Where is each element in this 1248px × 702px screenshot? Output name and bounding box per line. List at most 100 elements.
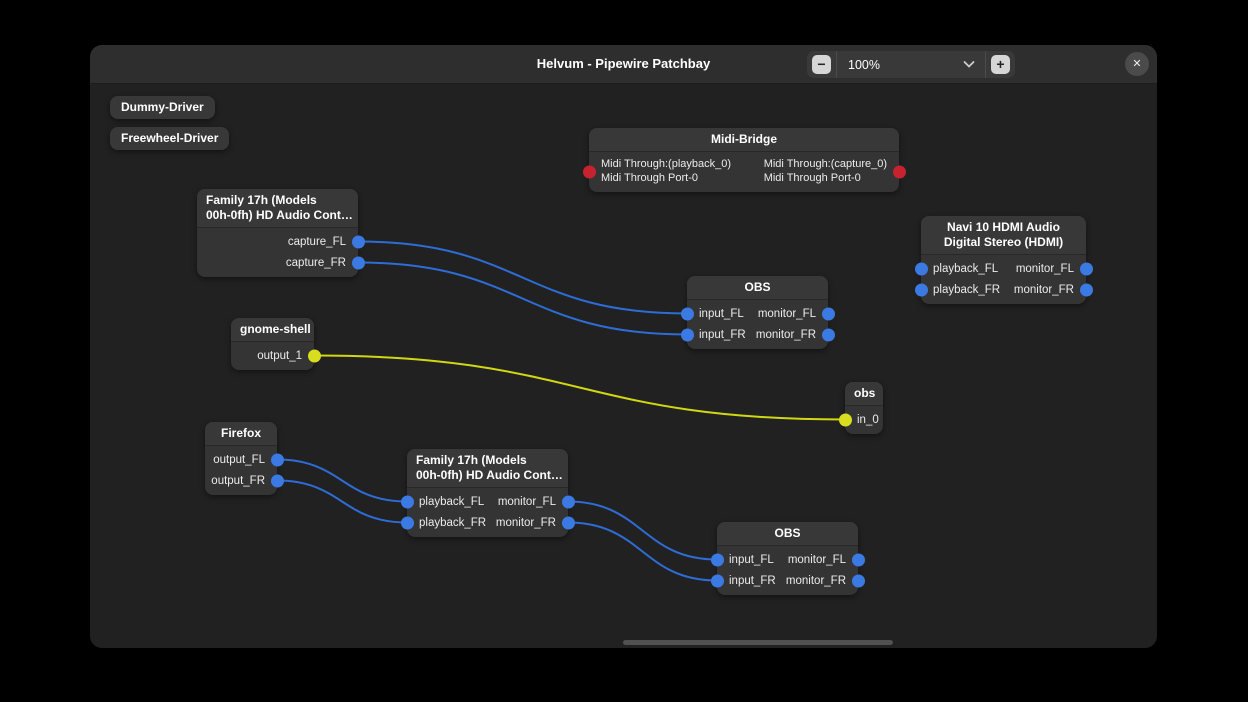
connection-wires-layer bbox=[276, 240, 846, 582]
port-row: output_FL bbox=[205, 449, 284, 470]
port-dot-monitor_FR[interactable] bbox=[851, 574, 865, 587]
wire-output_FR-to-playback_FR[interactable] bbox=[276, 479, 408, 524]
port-dot-input_FR[interactable] bbox=[680, 328, 694, 341]
port-dot-Midi Through:(capture_0)[interactable] bbox=[892, 165, 906, 178]
port-label-playback_FR: playback_FR bbox=[933, 283, 1001, 296]
node-title: OBS bbox=[717, 522, 858, 546]
wire-output_1-to-in_0[interactable] bbox=[313, 354, 846, 421]
node-ports: output_1 bbox=[231, 342, 321, 370]
wire-monitor_FR-to-input_FR[interactable] bbox=[567, 521, 718, 582]
port-dot-monitor_FR[interactable] bbox=[561, 516, 575, 529]
port-dot-monitor_FR[interactable] bbox=[1079, 283, 1093, 296]
port-label-monitor_FR: monitor_FR bbox=[785, 574, 846, 587]
node-title-line: Freewheel-Driver bbox=[121, 131, 219, 145]
minus-icon: − bbox=[817, 56, 826, 72]
zoom-control: − 100% + bbox=[807, 51, 1015, 78]
node-ports: capture_FL capture_FR bbox=[197, 228, 365, 277]
port-row: capture_FR bbox=[197, 252, 365, 273]
port-label-monitor_FL: monitor_FL bbox=[1015, 262, 1074, 275]
wire-output_FL-to-playback_FL[interactable] bbox=[276, 458, 408, 503]
port-dot-output_FL[interactable] bbox=[270, 453, 284, 466]
port-dot-input_FL[interactable] bbox=[680, 307, 694, 320]
port-label-monitor_FL: monitor_FL bbox=[787, 553, 846, 566]
port-label-input_FL: input_FL bbox=[699, 307, 744, 320]
port-dot-playback_FL[interactable] bbox=[914, 262, 928, 275]
port-label-line: Midi Through Port-0 bbox=[763, 171, 861, 184]
titlebar[interactable]: Helvum - Pipewire Patchbay − 100% bbox=[90, 45, 1157, 84]
close-icon: ✕ bbox=[1132, 58, 1142, 70]
port-label-line: Midi Through:(playback_0) bbox=[601, 158, 732, 170]
port-label-line: Midi Through:(capture_0) bbox=[763, 158, 887, 170]
port-label-output_1: output_1 bbox=[257, 349, 302, 362]
port-dot-monitor_FL[interactable] bbox=[851, 553, 865, 566]
port-row: output_FR bbox=[205, 470, 284, 491]
port-dot-capture_FR[interactable] bbox=[351, 256, 365, 269]
node-title-line: Midi-Bridge bbox=[711, 132, 777, 146]
horizontal-scrollbar[interactable] bbox=[623, 640, 893, 645]
wire-capture_FL-to-input_FL[interactable] bbox=[357, 240, 688, 315]
zoom-in-button[interactable]: + bbox=[991, 55, 1010, 74]
port-dot-monitor_FL[interactable] bbox=[561, 495, 575, 508]
node-title-line: obs bbox=[854, 386, 876, 400]
port-label-capture_FL: capture_FL bbox=[287, 235, 346, 248]
node-title-line: Dummy-Driver bbox=[121, 100, 204, 114]
node-freewheel_driver[interactable]: Freewheel-Driver bbox=[110, 127, 230, 150]
port-dot-monitor_FL[interactable] bbox=[821, 307, 835, 320]
port-dot-input_FR[interactable] bbox=[710, 574, 724, 587]
node-dummy_driver[interactable]: Dummy-Driver bbox=[110, 96, 215, 119]
node-title-line: Family 17h (Models bbox=[206, 193, 317, 207]
node-title-line: Digital Stereo (HDMI) bbox=[943, 235, 1064, 249]
separator bbox=[985, 51, 986, 78]
helvum-window: Helvum - Pipewire Patchbay − 100% bbox=[90, 45, 1157, 648]
node-title: Dummy-Driver bbox=[110, 96, 215, 119]
chevron-down-icon bbox=[962, 60, 976, 69]
port-label-output_FL: output_FL bbox=[213, 453, 265, 466]
port-dot-in_0[interactable] bbox=[838, 413, 852, 426]
port-dot-monitor_FR[interactable] bbox=[821, 328, 835, 341]
port-dot-output_FR[interactable] bbox=[270, 474, 284, 487]
port-dot-capture_FL[interactable] bbox=[351, 235, 365, 248]
port-dot-output_1[interactable] bbox=[307, 349, 321, 362]
node-title-line: OBS bbox=[774, 526, 801, 540]
wire-monitor_FL-to-input_FL[interactable] bbox=[567, 500, 718, 561]
separator bbox=[836, 51, 837, 78]
node-title: OBS bbox=[687, 276, 828, 300]
node-gnome_shell[interactable]: gnome-shell output_1 bbox=[231, 318, 321, 370]
port-dot-playback_FR[interactable] bbox=[914, 283, 928, 296]
port-dot-playback_FL[interactable] bbox=[400, 495, 414, 508]
node-title: gnome-shell bbox=[231, 318, 314, 342]
wire-capture_FR-to-input_FR[interactable] bbox=[357, 261, 688, 336]
node-title-line: OBS bbox=[744, 280, 771, 294]
node-title-line: 00h-0fh) HD Audio Cont… bbox=[206, 208, 353, 222]
node-title: Freewheel-Driver bbox=[110, 127, 230, 150]
zoom-level-dropdown[interactable]: 100% bbox=[837, 51, 985, 78]
port-dot-playback_FR[interactable] bbox=[400, 516, 414, 529]
port-label-monitor_FR: monitor_FR bbox=[1013, 283, 1074, 296]
port-label-monitor_FR: monitor_FR bbox=[755, 328, 816, 341]
close-button[interactable]: ✕ bbox=[1125, 52, 1149, 76]
port-label-playback_FR: playback_FR bbox=[419, 516, 487, 529]
port-dot-input_FL[interactable] bbox=[710, 553, 724, 566]
port-label-Midi Through:(playback_0): Midi Through:(playback_0)Midi Through Po… bbox=[601, 158, 731, 185]
port-dot-Midi Through:(playback_0)[interactable] bbox=[582, 165, 596, 178]
port-dot-monitor_FL[interactable] bbox=[1079, 262, 1093, 275]
zoom-out-cell: − bbox=[807, 55, 836, 74]
zoom-out-button[interactable]: − bbox=[812, 55, 831, 74]
